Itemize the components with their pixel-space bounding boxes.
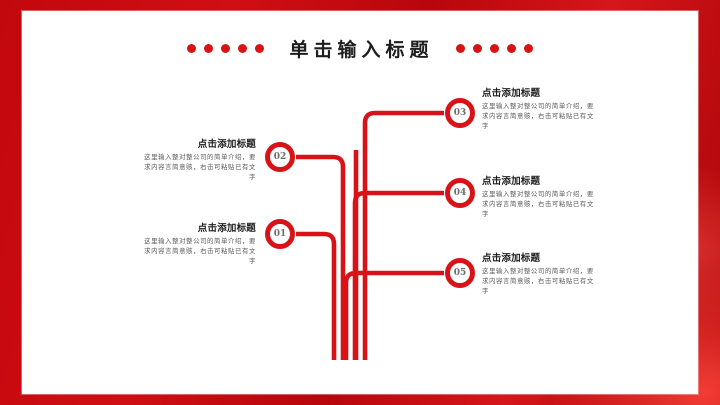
- branch-path-02: [296, 154, 346, 360]
- block-body[interactable]: 这里输入整对整公司的简单介绍，要求内容言简意赅，右击可粘贴已有文字: [482, 266, 594, 295]
- title-left-dots: [187, 43, 265, 53]
- dot-icon: [523, 43, 533, 53]
- dot-icon: [204, 43, 214, 53]
- node-circle-05[interactable]: 05: [445, 258, 475, 288]
- text-block-05[interactable]: 点击添加标题 这里输入整对整公司的简单介绍，要求内容言简意赅，右击可粘贴已有文字: [482, 253, 600, 297]
- dot-icon: [506, 43, 516, 53]
- node-number-label: 04: [453, 187, 467, 198]
- root-ray: [389, 330, 505, 360]
- dot-icon: [472, 43, 482, 53]
- root-rays: [215, 330, 505, 360]
- block-heading[interactable]: 点击添加标题: [482, 88, 541, 99]
- page-title[interactable]: 单击输入标题: [289, 38, 434, 61]
- slide-inner-white-area: [22, 11, 698, 394]
- text-block-03[interactable]: 点击添加标题 这里输入整对整公司的简单介绍，要求内容言简意赅，右击可粘贴已有文字: [482, 88, 600, 132]
- node-circle-03[interactable]: 03: [445, 98, 475, 128]
- block-heading[interactable]: 点击添加标题: [197, 139, 256, 150]
- slide-title-row: 单击输入标题: [0, 32, 720, 64]
- branch-path-03: [362, 110, 444, 360]
- block-heading[interactable]: 点击添加标题: [482, 253, 541, 264]
- block-heading[interactable]: 点击添加标题: [482, 176, 541, 187]
- dot-icon: [187, 43, 197, 53]
- block-body[interactable]: 这里输入整对整公司的简单介绍，要求内容言简意赅，右击可粘贴已有文字: [482, 101, 594, 130]
- branch-path-01: [296, 231, 337, 360]
- node-circle-04[interactable]: 04: [445, 178, 475, 208]
- base-bar: [0, 360, 720, 394]
- dot-icon: [489, 43, 499, 53]
- branch-paths: [296, 110, 444, 360]
- dot-icon: [238, 43, 248, 53]
- title-right-dots: [455, 43, 533, 53]
- block-body[interactable]: 这里输入整对整公司的简单介绍，要求内容言简意赅，右击可粘贴已有文字: [482, 189, 594, 218]
- node-number-label: 02: [273, 151, 287, 162]
- block-body[interactable]: 这里输入整对整公司的简单介绍，要求内容言简意赅，右击可粘贴已有文字: [144, 236, 256, 265]
- node-circle-02[interactable]: 02: [265, 142, 295, 172]
- text-block-01[interactable]: 点击添加标题 这里输入整对整公司的简单介绍，要求内容言简意赅，右击可粘贴已有文字: [138, 223, 256, 267]
- node-number-label: 03: [453, 107, 467, 118]
- text-block-04[interactable]: 点击添加标题 这里输入整对整公司的简单介绍，要求内容言简意赅，右击可粘贴已有文字: [482, 176, 600, 220]
- dot-icon: [455, 43, 465, 53]
- text-block-02[interactable]: 点击添加标题 这里输入整对整公司的简单介绍，要求内容言简意赅，右击可粘贴已有文字: [138, 139, 256, 183]
- dot-icon: [221, 43, 231, 53]
- node-circle-01[interactable]: 01: [265, 219, 295, 249]
- block-body[interactable]: 这里输入整对整公司的简单介绍，要求内容言简意赅，右击可粘贴已有文字: [144, 152, 256, 181]
- block-heading[interactable]: 点击添加标题: [197, 223, 256, 234]
- dot-icon: [255, 43, 265, 53]
- node-number-label: 01: [273, 228, 287, 239]
- node-number-label: 05: [453, 267, 467, 278]
